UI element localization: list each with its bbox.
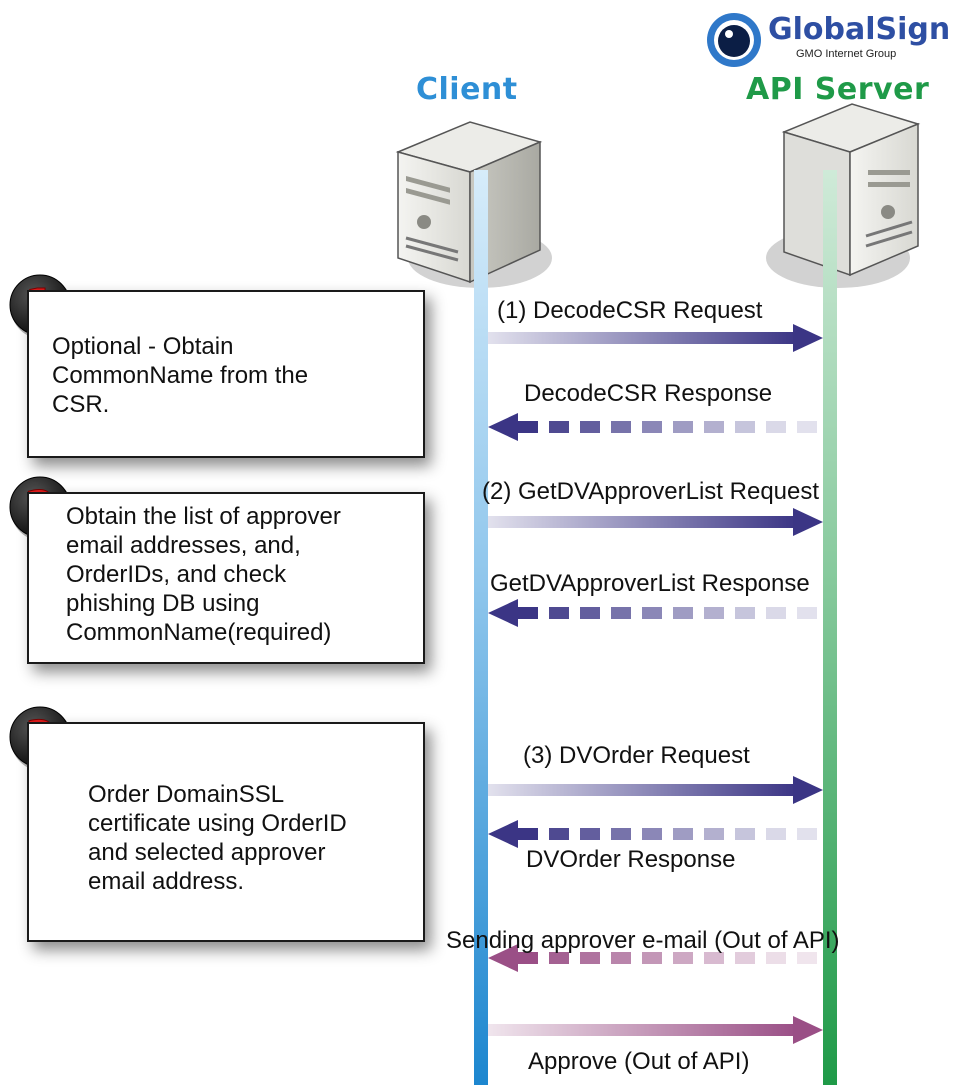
- message-label: DVOrder Response: [526, 846, 736, 873]
- client-label: Client: [416, 72, 518, 107]
- message-arrow: [488, 1016, 823, 1044]
- api-server-icon: [766, 103, 921, 288]
- message-arrow: [488, 413, 817, 441]
- step-1-text: Optional - Obtain CommonName from the CS…: [52, 333, 309, 418]
- step-2-text: Obtain the list of approver email addres…: [66, 503, 341, 646]
- step-2-box: [27, 492, 425, 664]
- client-lifeline: [474, 170, 488, 1085]
- step-3-box: [27, 722, 425, 942]
- message-arrow: [488, 776, 823, 804]
- message-arrow: [488, 944, 817, 972]
- message-label: GetDVApproverList Response: [490, 570, 810, 597]
- message-label: DecodeCSR Response: [524, 380, 773, 407]
- step-3-text: Order DomainSSL certificate using OrderI…: [88, 781, 347, 895]
- message-arrow: [488, 820, 817, 848]
- message-label: (2) GetDVApproverList Request: [482, 478, 820, 505]
- logo-brand: GlobalSign: [768, 12, 951, 47]
- message-arrow: [488, 324, 823, 352]
- step-1-box: [27, 290, 425, 458]
- message-arrow: [488, 508, 823, 536]
- api-server-lifeline: [823, 170, 837, 1085]
- globalsign-eye-logo: [707, 13, 761, 67]
- api-server-label: API Server: [746, 72, 930, 107]
- message-label: Sending approver e-mail (Out of API): [446, 927, 840, 954]
- message-label: (1) DecodeCSR Request: [497, 297, 763, 324]
- message-arrow: [488, 599, 817, 627]
- logo-tagline: GMO Internet Group: [796, 48, 897, 60]
- message-label: (3) DVOrder Request: [523, 742, 750, 769]
- message-label: Approve (Out of API): [528, 1048, 750, 1075]
